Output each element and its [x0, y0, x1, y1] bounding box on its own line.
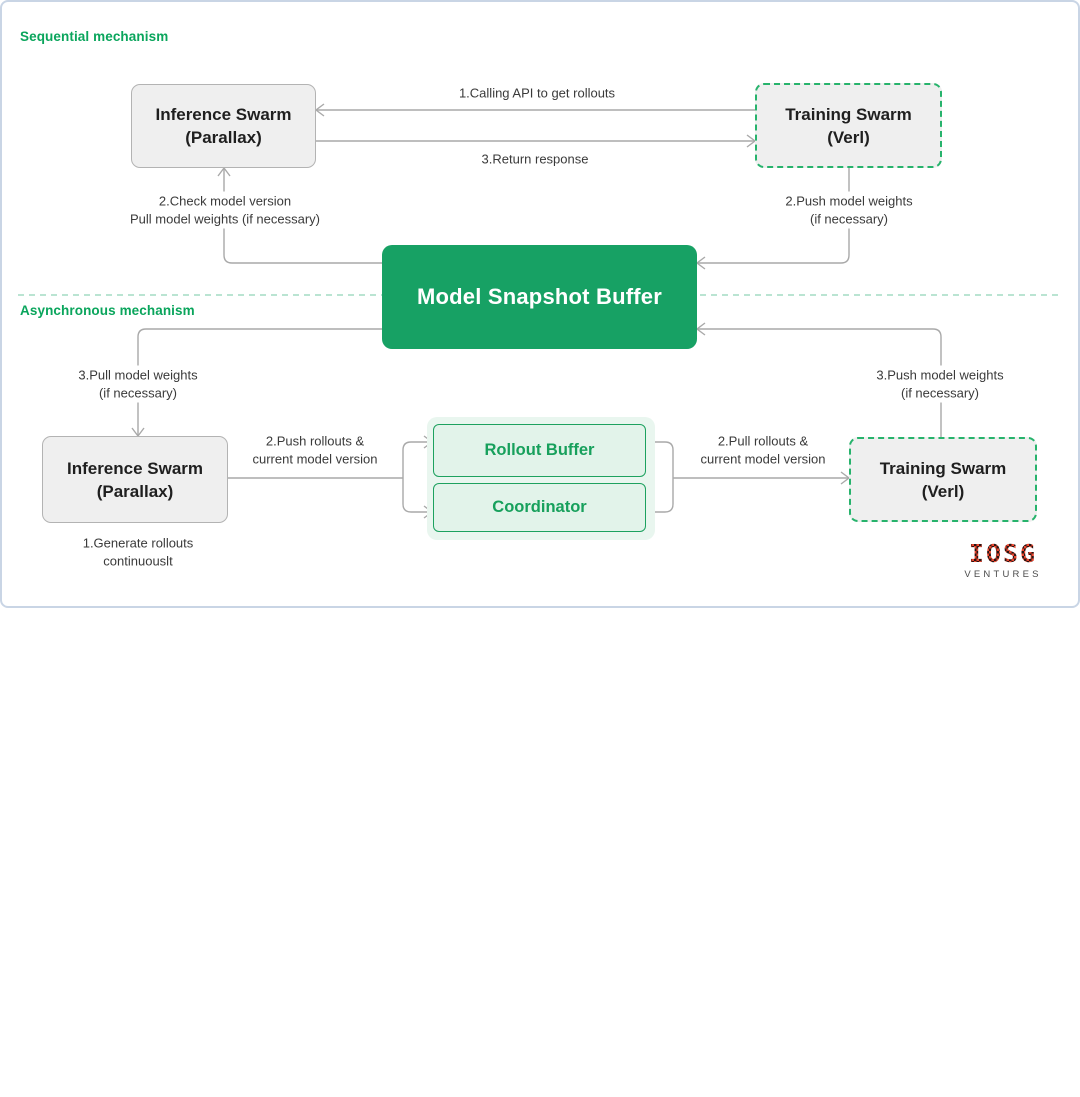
label-line: 3.Push model weights: [876, 367, 1004, 383]
node-subtitle: (Verl): [921, 481, 965, 501]
sequential-section-title: Sequential mechanism: [20, 29, 169, 44]
label-line: (if necessary): [98, 385, 178, 400]
label-line: 3.Return response: [481, 151, 589, 167]
node-seq-inference-swarm: Inference Swarm (Parallax): [131, 84, 316, 168]
buffer-title: Model Snapshot Buffer: [417, 284, 662, 309]
label-line: 1.Calling API to get rollouts: [458, 85, 616, 101]
label-line: 2.Push rollouts &: [265, 433, 365, 449]
node-title: Coordinator: [492, 498, 587, 516]
arrow-pull-weights-async: [137, 328, 382, 436]
ventures-subtext: VENTURES: [964, 569, 1042, 580]
label-line: continuouslt: [103, 553, 173, 568]
node-title: Training Swarm: [785, 104, 912, 124]
node-subtitle: (Parallax): [96, 481, 174, 501]
node-subtitle: (Parallax): [185, 128, 262, 147]
node-coordinator: Coordinator: [433, 483, 646, 532]
asynchronous-section-title: Asynchronous mechanism: [20, 303, 195, 318]
arrow-check-pull-weights: [223, 168, 382, 264]
arrow-pull-rollouts-bracket: [646, 441, 674, 513]
arrowhead-calling-api: [314, 103, 325, 117]
arrow-push-weights-seq: [697, 168, 850, 264]
arrowhead-check-pull-weights: [217, 166, 231, 177]
arrow-push-rollouts-bracket: [402, 441, 431, 513]
arrowhead-push-weights-async: [695, 322, 706, 336]
label-return-response: 3.Return response: [477, 149, 593, 169]
label-calling-api: 1.Calling API to get rollouts: [454, 83, 620, 103]
label-line: current model version: [700, 451, 826, 466]
arrowhead-push-weights-seq: [695, 256, 706, 270]
label-pull-model-weights-async: 3.Pull model weights (if necessary): [74, 365, 202, 403]
label-line: 1.Generate rollouts: [82, 535, 194, 551]
iosg-wordmark: IOSG: [968, 539, 1038, 568]
node-subtitle: (Verl): [827, 127, 870, 147]
node-title: Rollout Buffer: [484, 441, 595, 459]
node-title: Inference Swarm: [155, 105, 292, 124]
label-generate-rollouts: 1.Generate rollouts continuouslt: [78, 533, 198, 571]
label-pull-rollouts: 2.Pull rollouts & current model version: [696, 431, 830, 469]
label-line: 3.Pull model weights: [78, 367, 198, 383]
node-async-training-swarm: Training Swarm (Verl): [849, 437, 1037, 522]
node-model-snapshot-buffer: Model Snapshot Buffer: [382, 245, 697, 349]
node-seq-training-swarm: Training Swarm (Verl): [755, 83, 942, 168]
node-title: Inference Swarm: [66, 458, 204, 478]
label-line: 2.Check model version: [158, 193, 292, 209]
label-line: (if necessary): [809, 211, 889, 226]
label-push-model-weights-async: 3.Push model weights (if necessary): [872, 365, 1008, 403]
label-line: current model version: [252, 451, 378, 466]
iosg-ventures-logo: IOSG VENTURES: [958, 541, 1048, 580]
label-line: (if necessary): [900, 385, 980, 400]
node-rollout-buffer: Rollout Buffer: [433, 424, 646, 477]
label-push-rollouts: 2.Push rollouts & current model version: [248, 431, 382, 469]
label-line: 2.Pull rollouts &: [717, 433, 809, 449]
node-async-inference-swarm: Inference Swarm (Parallax): [42, 436, 228, 523]
label-line: Pull model weights (if necessary): [129, 211, 321, 226]
label-push-model-weights-seq: 2.Push model weights (if necessary): [781, 191, 917, 229]
node-title: Training Swarm: [879, 458, 1007, 478]
label-line: 2.Push model weights: [785, 193, 913, 209]
label-check-model-version: 2.Check model version Pull model weights…: [125, 191, 325, 229]
arrow-push-weights-async: [697, 328, 942, 437]
